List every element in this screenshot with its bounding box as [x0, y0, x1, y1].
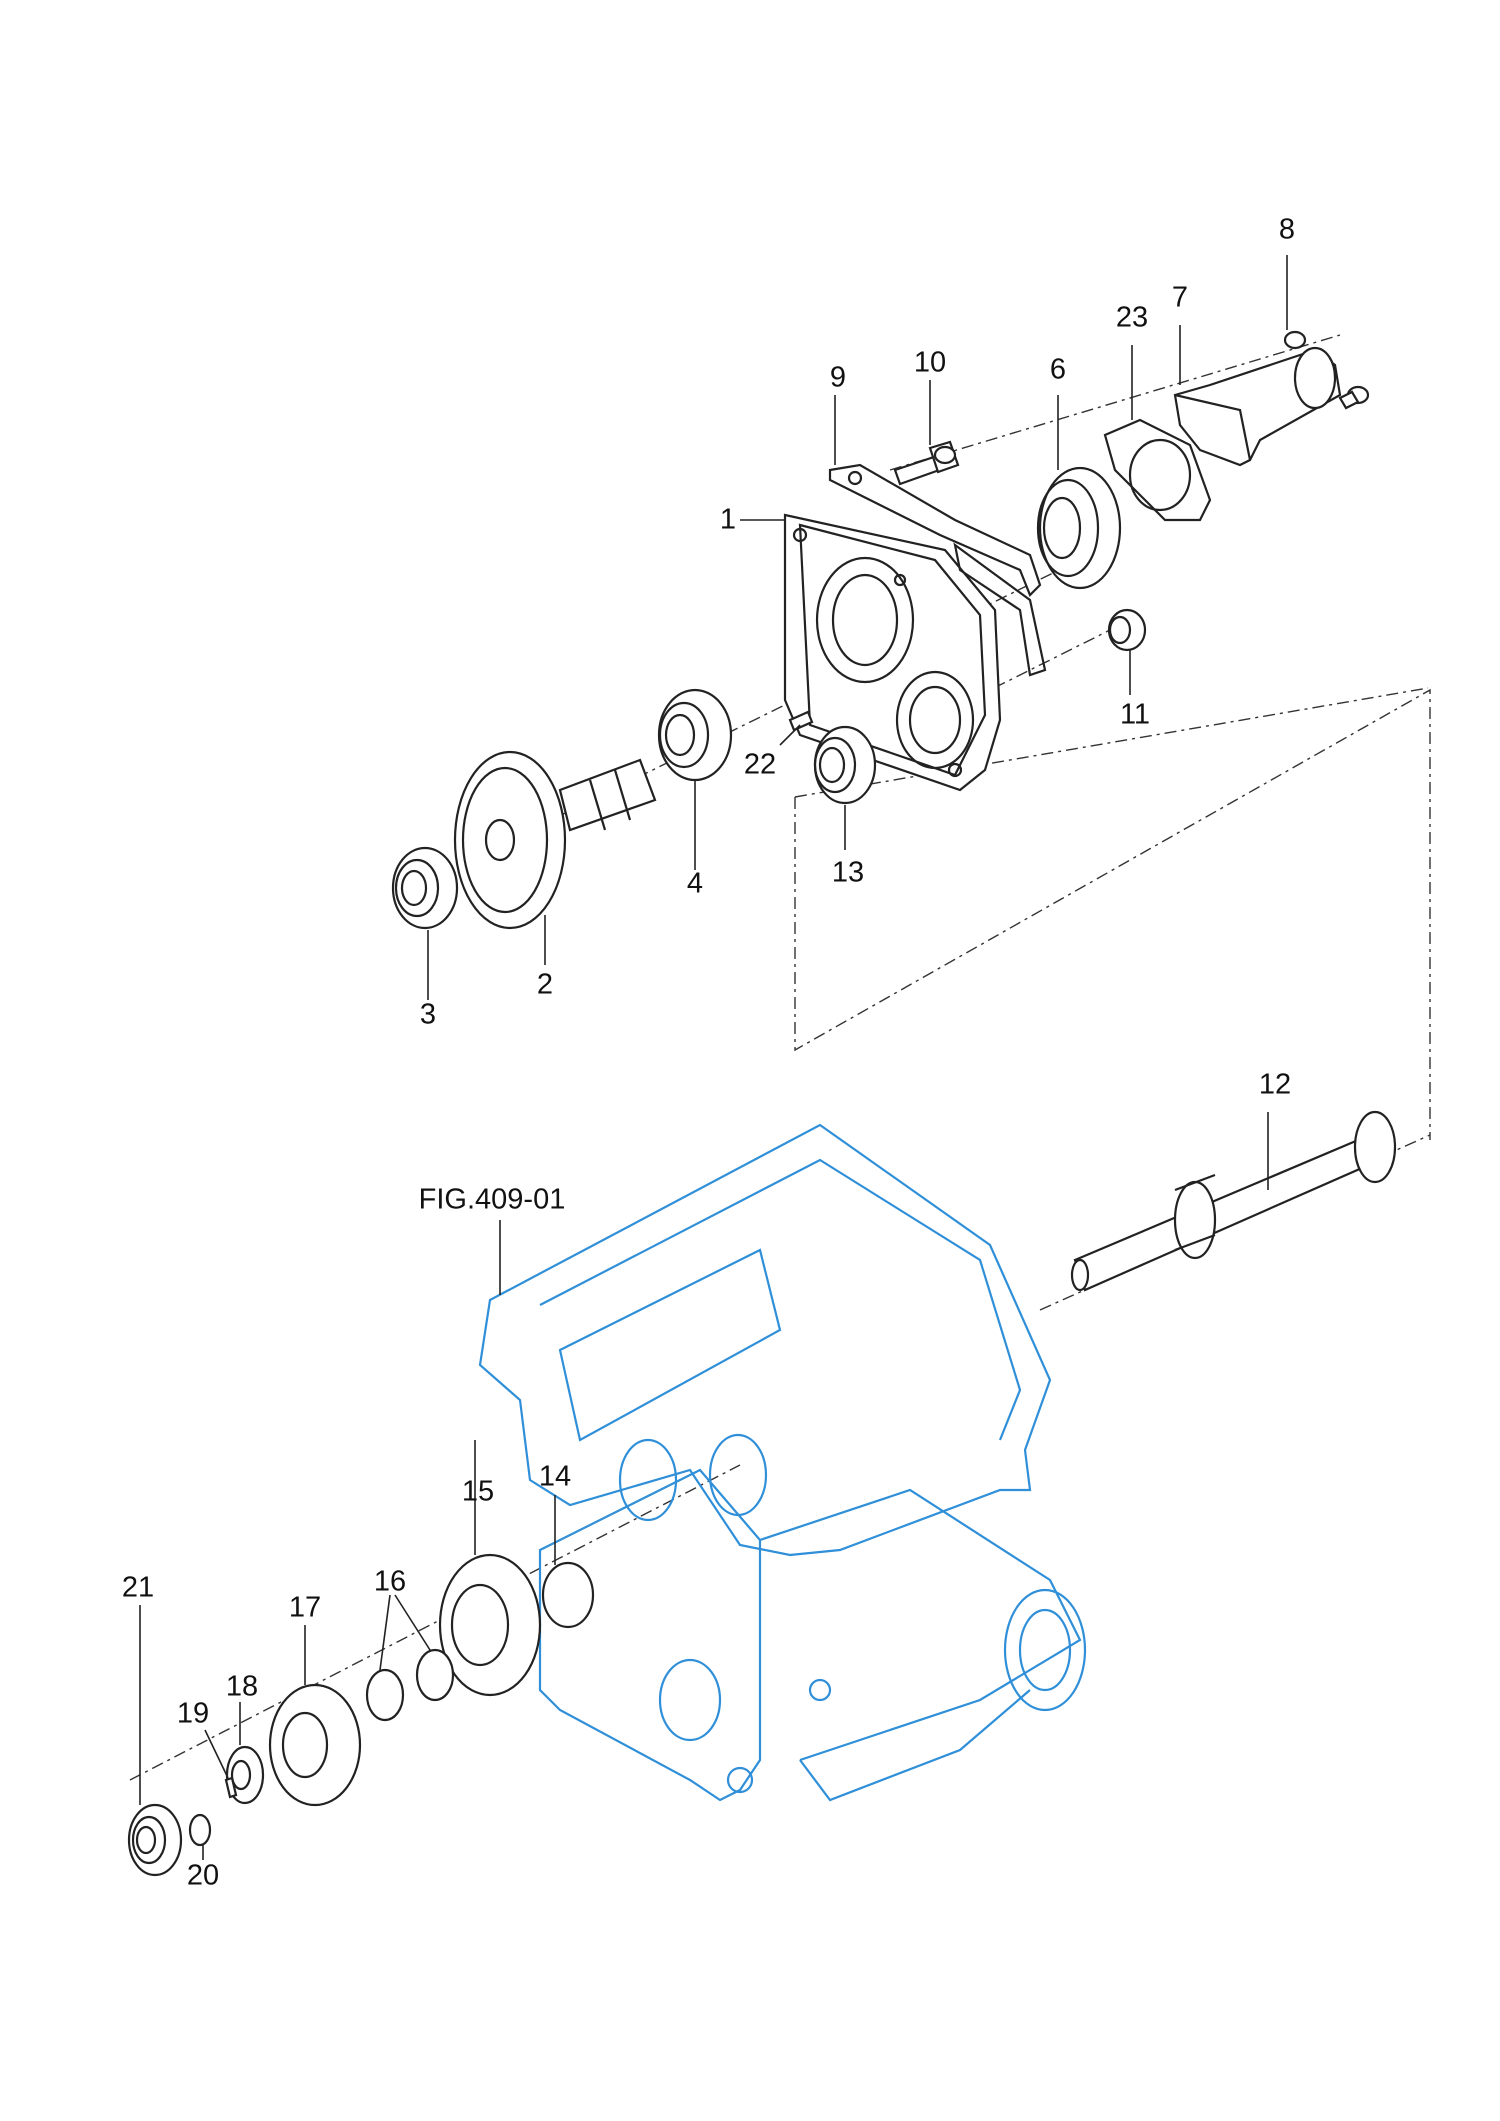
circlip-part-20 — [188, 1813, 212, 1847]
shaft-part-12 — [1070, 1110, 1397, 1292]
callout-3: 3 — [419, 998, 437, 1031]
lower-axis-line — [859, 624, 1121, 756]
callout-22: 22 — [743, 748, 777, 781]
bearing-part-13 — [813, 725, 877, 805]
bolt-part-10 — [893, 440, 960, 486]
needle-bearings-part-16 — [365, 1648, 455, 1722]
callout-16: 16 — [373, 1565, 407, 1598]
callout-12: 12 — [1258, 1068, 1292, 1101]
top-axis-line — [889, 334, 1341, 471]
bushing-part-11 — [1107, 608, 1147, 652]
cover-plate-part-1 — [783, 513, 1002, 792]
gear-part-17 — [268, 1683, 362, 1807]
callout-7: 7 — [1171, 281, 1189, 314]
callout-14: 14 — [538, 1460, 572, 1493]
alignment-dashed-guide-top — [794, 687, 1429, 798]
bolt-part-8 — [1283, 330, 1370, 410]
pin-part-22 — [788, 710, 814, 732]
bearing-part-21 — [127, 1803, 183, 1877]
bracket-part-9 — [828, 463, 1047, 677]
snap-ring-part-14 — [541, 1561, 595, 1629]
washer-part-18 — [225, 1745, 265, 1805]
callout-17: 17 — [288, 1591, 322, 1624]
gasket-part-23 — [1103, 418, 1212, 522]
transmission-housing-reference — [478, 1123, 1087, 1802]
callout-20: 20 — [186, 1859, 220, 1892]
gear-shaft-part-2 — [453, 750, 657, 930]
callout-2: 2 — [536, 968, 554, 1001]
housing-part-7 — [1173, 346, 1342, 467]
callout-18: 18 — [225, 1670, 259, 1703]
callout-19: 19 — [176, 1697, 210, 1730]
callout-8: 8 — [1278, 213, 1296, 246]
callout-10: 10 — [913, 346, 947, 379]
bearing-part-4 — [657, 688, 733, 782]
leader-lines — [139, 255, 1288, 1860]
key-part-19 — [224, 1776, 238, 1799]
callout-21: 21 — [121, 1571, 155, 1604]
callout-9: 9 — [829, 361, 847, 394]
alignment-dashed-guide — [794, 688, 1431, 1140]
callout-15: 15 — [461, 1475, 495, 1508]
callout-13: 13 — [831, 856, 865, 889]
seal-part-6 — [1036, 466, 1122, 590]
callout-6: 6 — [1049, 353, 1067, 386]
callout-11: 11 — [1119, 698, 1151, 731]
callout-23: 23 — [1115, 301, 1149, 334]
callout-1: 1 — [719, 503, 737, 536]
gear-part-15 — [438, 1553, 542, 1697]
callout-4: 4 — [686, 867, 704, 900]
figure-reference-label: FIG.409-01 — [418, 1183, 566, 1216]
bearing-part-3 — [391, 846, 459, 930]
lower-gear-axis-line — [129, 1464, 741, 1781]
